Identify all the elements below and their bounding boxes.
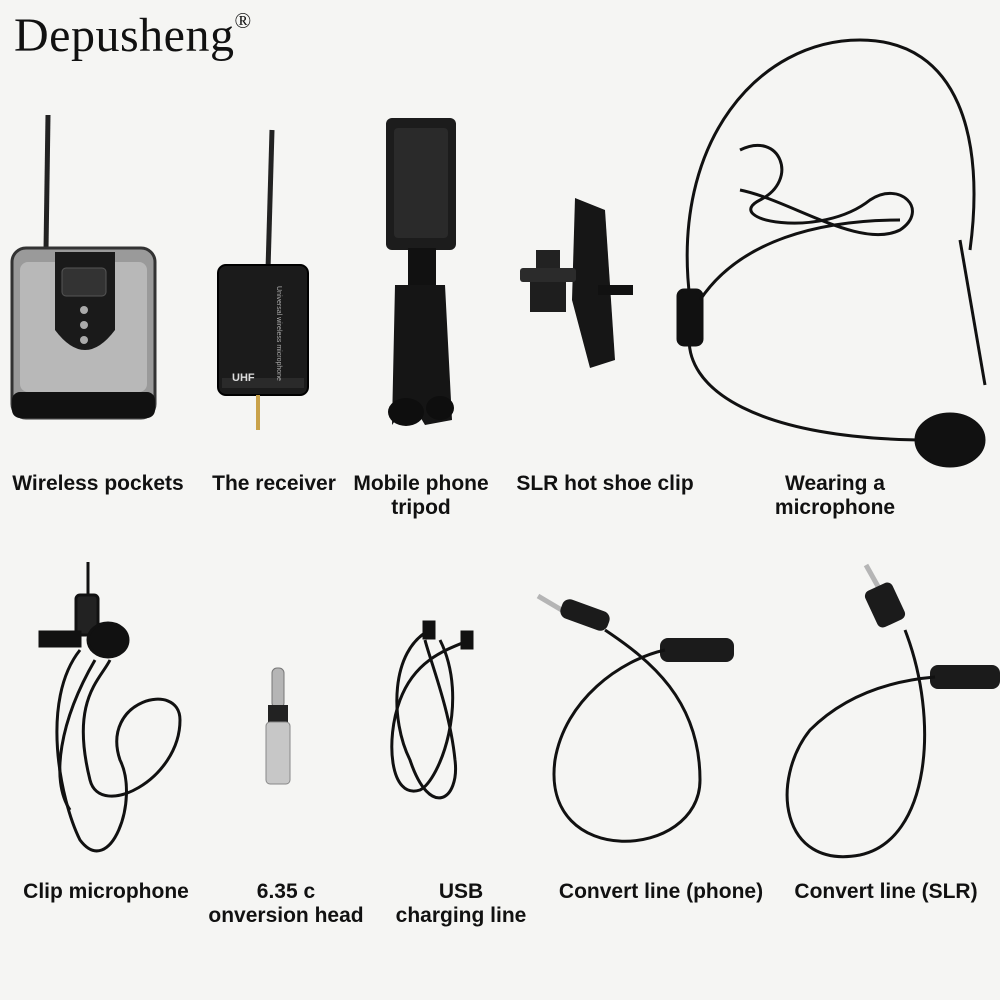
- convert-line-phone-image: [536, 593, 734, 843]
- tripod-image: [386, 118, 456, 426]
- headset-image: [676, 38, 987, 468]
- usb-line-image: [390, 620, 474, 800]
- receiver-side-text: Universal wireless microphone: [275, 286, 282, 381]
- label-clip-mic: Clip microphone: [23, 880, 189, 903]
- registered-mark: ®: [234, 8, 252, 33]
- label-receiver: The receiver: [212, 472, 336, 495]
- receiver-uhf-text: UHF: [232, 372, 255, 384]
- label-convert-line-phone: Convert line (phone): [558, 880, 764, 903]
- conversion-head-image: [265, 667, 291, 785]
- wireless-pocket-image: [10, 114, 157, 420]
- label-convert-line-slr: Convert line (SLR): [794, 880, 978, 903]
- brand-name: Depusheng: [14, 9, 235, 62]
- convert-line-slr-image: [785, 563, 1000, 859]
- hot-shoe-clip-image: [520, 198, 633, 368]
- label-wireless-pockets: Wireless pockets: [12, 472, 184, 495]
- receiver-image: [217, 129, 309, 430]
- brand-logo: Depusheng®: [14, 8, 252, 63]
- label-hot-shoe-clip: SLR hot shoe clip: [516, 472, 694, 495]
- clip-mic-image: [38, 562, 182, 853]
